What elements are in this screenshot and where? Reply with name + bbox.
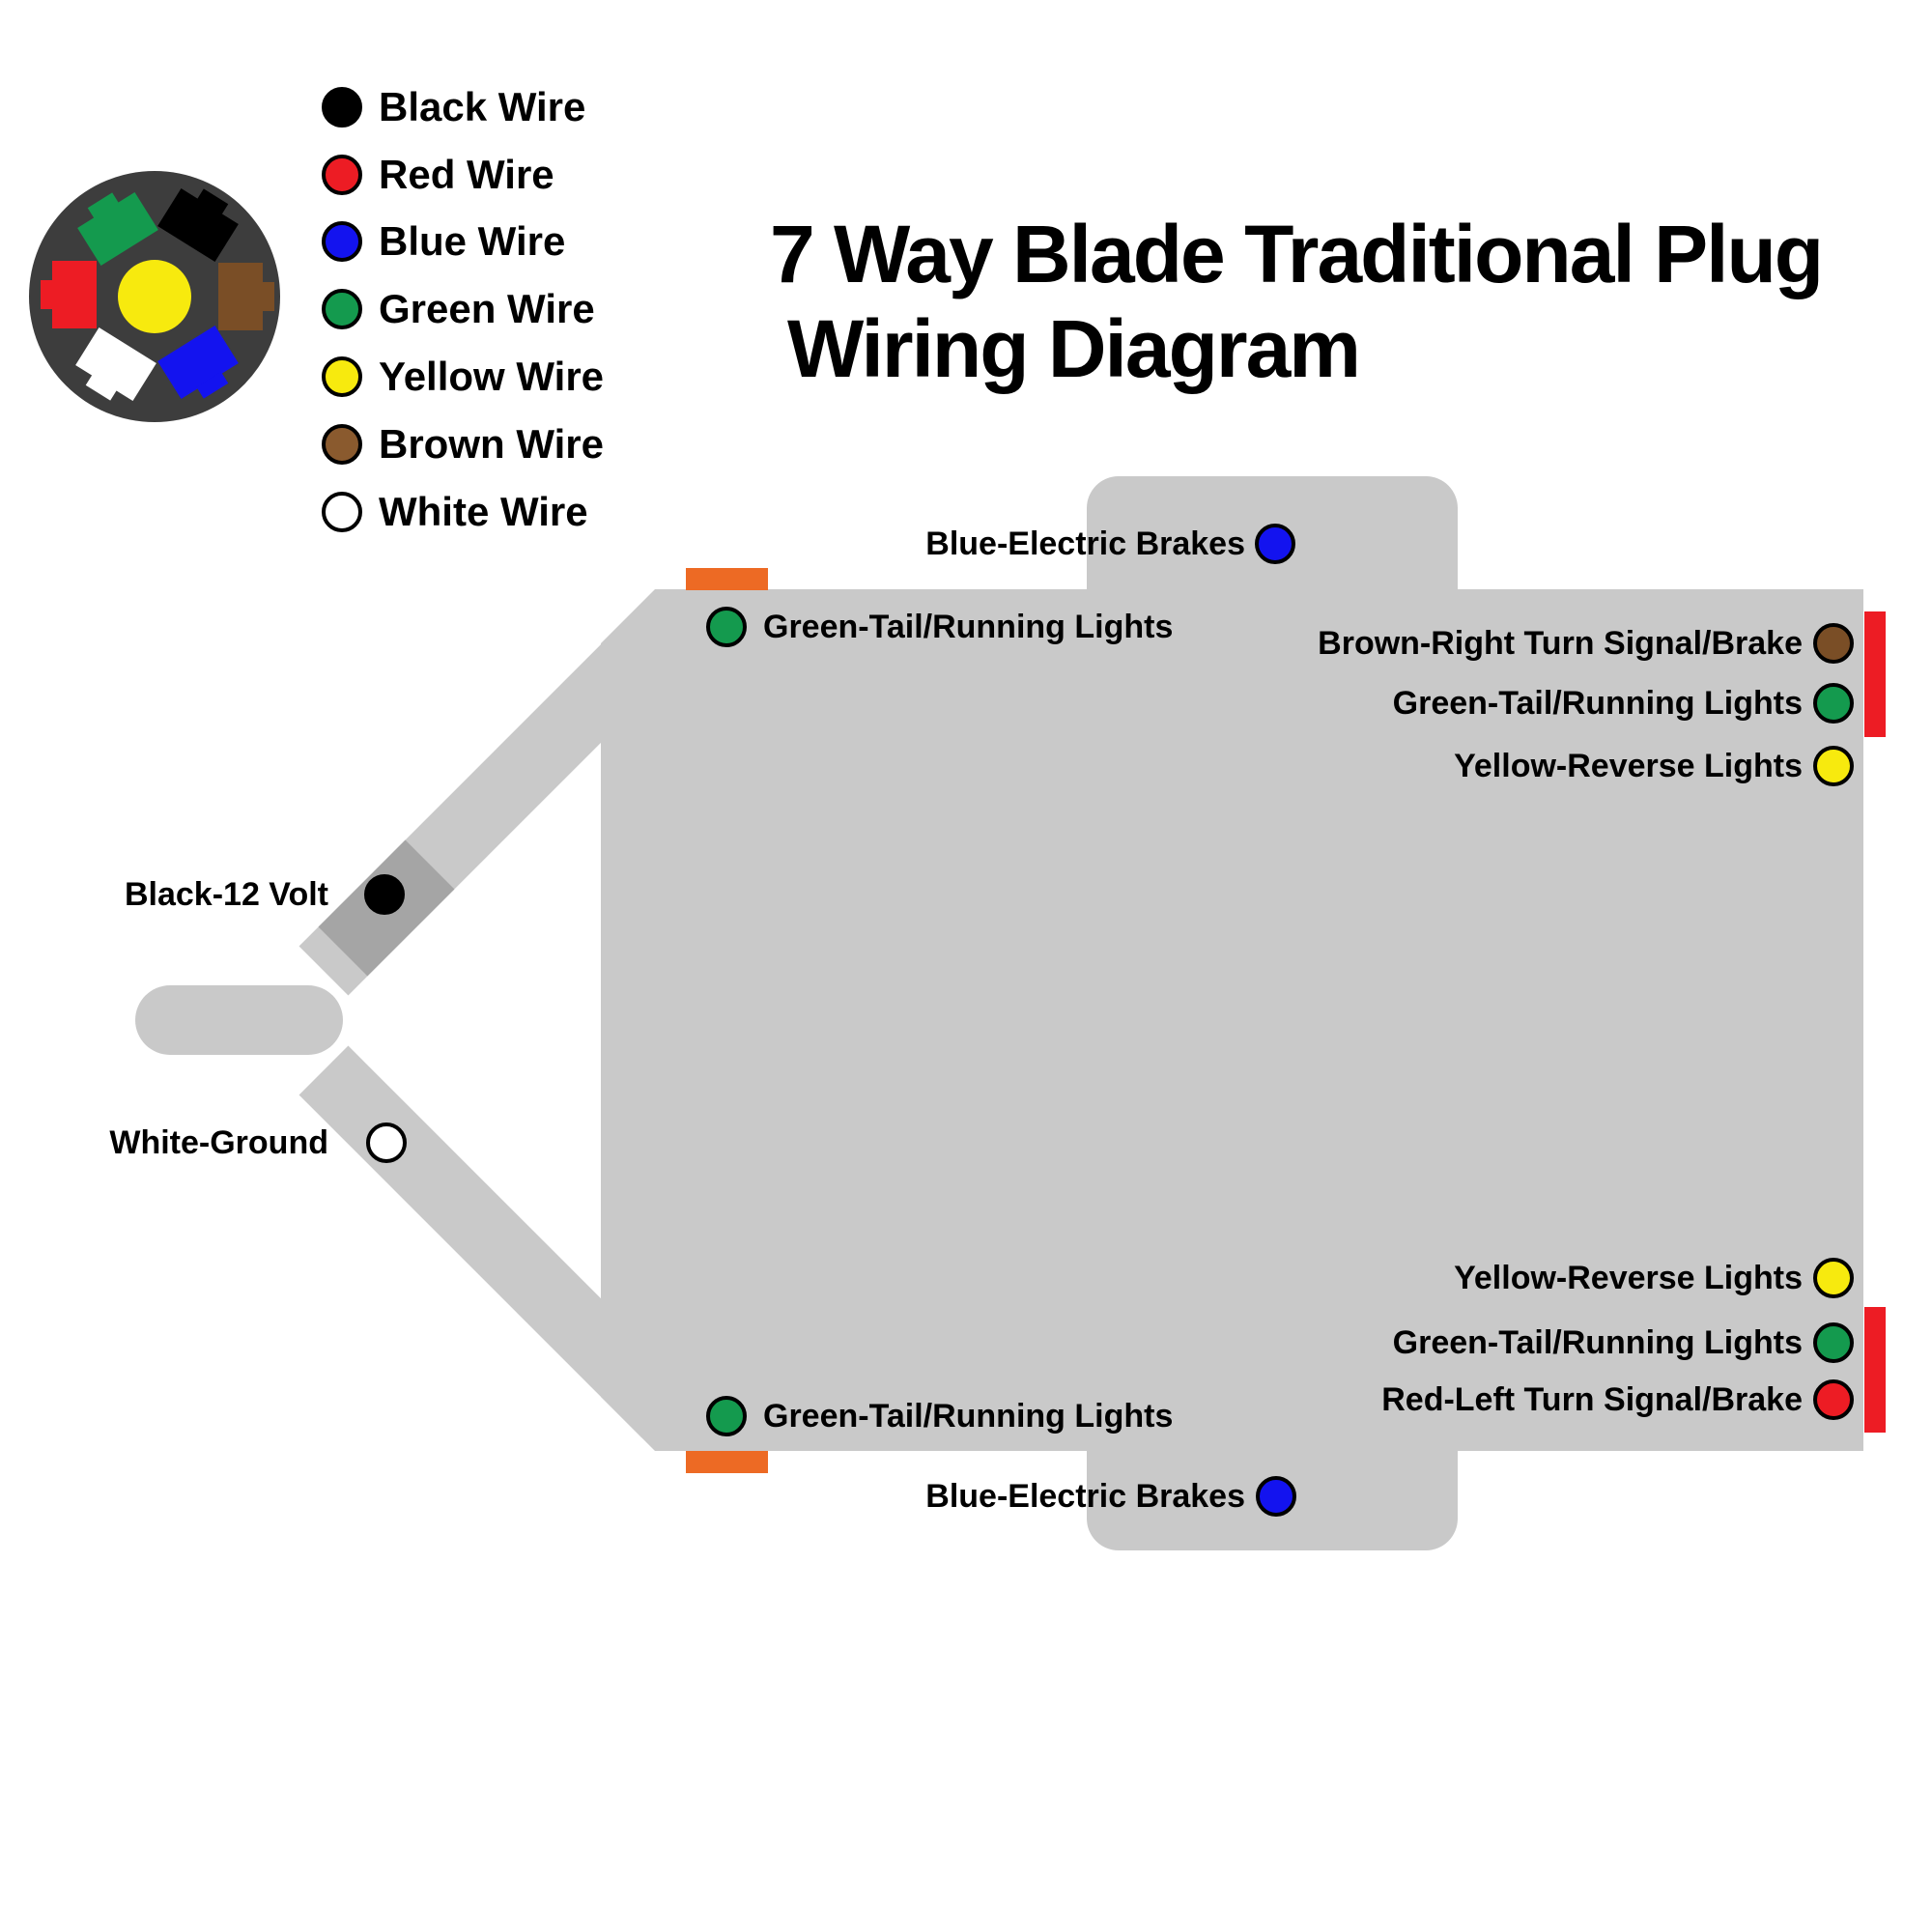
page-title-line1: 7 Way Blade Traditional Plug bbox=[770, 209, 1824, 299]
legend-blue-wire-dot bbox=[322, 221, 362, 262]
rear-electric-brakes-dot bbox=[1256, 1476, 1296, 1517]
front-left-side-marker bbox=[686, 568, 768, 590]
legend-white-wire-label: White Wire bbox=[379, 489, 588, 534]
legend-yellow-wire-label: Yellow Wire bbox=[379, 354, 605, 399]
legend-blue-wire-label: Blue Wire bbox=[379, 218, 566, 264]
front-electric-brakes-label: Blue-Electric Brakes bbox=[925, 526, 1245, 562]
rear-left-side-marker bbox=[686, 1451, 768, 1473]
tongue-coupler bbox=[135, 985, 343, 1055]
legend-black-wire-dot bbox=[322, 87, 362, 128]
rear-right-tail-light-dot bbox=[1813, 1322, 1854, 1363]
front-electric-brakes-dot bbox=[1255, 524, 1295, 564]
legend-white-wire-dot bbox=[322, 492, 362, 532]
plug-blade-green bbox=[77, 191, 158, 267]
plug-blade-red bbox=[41, 261, 97, 328]
plug-blade-brown bbox=[218, 263, 274, 330]
plug-blade-black bbox=[157, 187, 239, 263]
plug-blade-blue bbox=[157, 325, 239, 400]
right-turn-signal-label: Brown-Right Turn Signal/Brake bbox=[1318, 625, 1803, 662]
front-left-tail-light-label: Green-Tail/Running Lights bbox=[763, 609, 1174, 645]
right-tail-light-bar bbox=[1864, 611, 1886, 737]
rear-electric-brakes-label: Blue-Electric Brakes bbox=[925, 1478, 1245, 1515]
legend-black-wire-label: Black Wire bbox=[379, 84, 586, 129]
right-tail-light-label: Green-Tail/Running Lights bbox=[1392, 685, 1803, 722]
legend-red-wire-label: Red Wire bbox=[379, 152, 554, 197]
left-tail-light-bar bbox=[1864, 1307, 1886, 1433]
ground-label: White-Ground bbox=[109, 1124, 328, 1161]
legend-brown-wire-dot bbox=[322, 424, 362, 465]
page-title-line2: Wiring Diagram bbox=[787, 303, 1361, 394]
trailer-body bbox=[601, 589, 1863, 1451]
rear-right-tail-light-label: Green-Tail/Running Lights bbox=[1392, 1324, 1803, 1361]
rear-left-tail-light-label: Green-Tail/Running Lights bbox=[763, 1398, 1174, 1435]
page-title: 7 Way Blade Traditional Plug Wiring Diag… bbox=[770, 207, 1824, 396]
legend-brown-wire-label: Brown Wire bbox=[379, 421, 604, 467]
seven-way-plug-face bbox=[29, 171, 280, 422]
rear-left-tail-light-dot bbox=[706, 1396, 747, 1436]
right-reverse-light-dot bbox=[1813, 746, 1854, 786]
right-reverse-light-label: Yellow-Reverse Lights bbox=[1454, 748, 1803, 784]
right-tail-light-dot bbox=[1813, 683, 1854, 724]
legend-green-wire-dot bbox=[322, 289, 362, 329]
legend-yellow-wire-dot bbox=[322, 356, 362, 397]
rear-reverse-light-dot bbox=[1813, 1258, 1854, 1298]
ground-dot bbox=[366, 1122, 407, 1163]
left-turn-signal-label: Red-Left Turn Signal/Brake bbox=[1381, 1381, 1803, 1418]
twelve-volt-label: Black-12 Volt bbox=[124, 876, 328, 913]
legend-red-wire-dot bbox=[322, 155, 362, 195]
rear-reverse-light-label: Yellow-Reverse Lights bbox=[1454, 1260, 1803, 1296]
plug-center-pin bbox=[118, 260, 191, 333]
plug-blade-white bbox=[75, 327, 156, 402]
front-left-tail-light-dot bbox=[706, 607, 747, 647]
twelve-volt-dot bbox=[364, 874, 405, 915]
right-turn-signal-dot bbox=[1813, 623, 1854, 664]
left-turn-signal-dot bbox=[1813, 1379, 1854, 1420]
legend-green-wire-label: Green Wire bbox=[379, 286, 595, 331]
